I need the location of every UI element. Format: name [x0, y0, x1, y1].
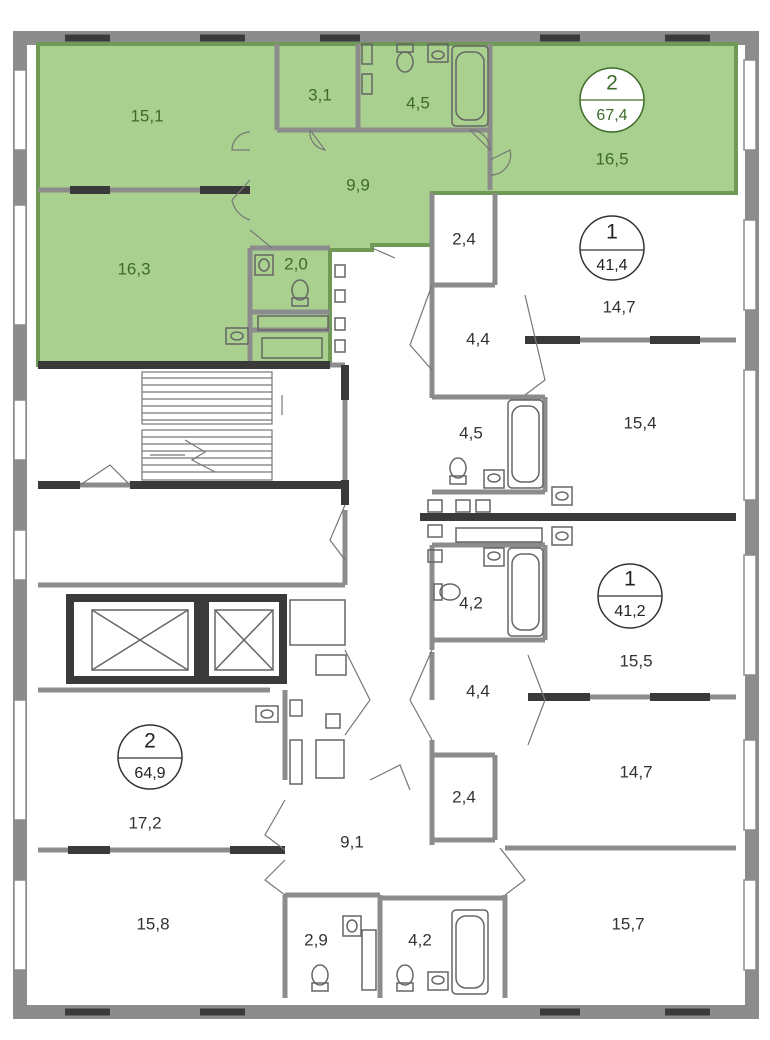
badge-circle	[117, 724, 183, 790]
badge-area: 64,9	[134, 765, 165, 782]
room-area-label: 14,7	[602, 297, 635, 316]
room-area-label: 9,1	[340, 832, 364, 851]
room-area-label: 2,0	[284, 254, 308, 273]
room-area-label: 15,1	[130, 106, 163, 125]
room-area-label: 2,4	[452, 229, 476, 248]
room-area-label: 15,5	[619, 651, 652, 670]
room-area-label: 3,1	[308, 85, 332, 104]
room-area-label: 15,7	[611, 914, 644, 933]
room-area-label: 4,2	[459, 593, 483, 612]
apartment-badge[interactable]: 2 64,9	[117, 724, 183, 790]
window-frames-dark	[65, 34, 710, 1016]
room-area-label: 16,3	[117, 259, 150, 278]
badge-area: 67,4	[596, 107, 627, 124]
sanitary-fixtures	[225, 43, 573, 992]
room-area-label: 14,7	[619, 762, 652, 781]
badge-area: 41,2	[614, 603, 645, 620]
staircase	[141, 371, 283, 481]
room-area-label: 4,4	[466, 329, 490, 348]
room-area-label: 15,8	[136, 914, 169, 933]
room-area-label: 4,4	[466, 681, 490, 700]
room-labels: 15,1 3,1 4,5 16,5 9,9 16,3 2,0 2,4 14,7 …	[117, 85, 656, 949]
apartment-badge[interactable]: 1 41,4	[579, 215, 645, 281]
badge-rooms: 1	[606, 221, 618, 244]
apartment-badge[interactable]: 1 41,2	[597, 563, 663, 629]
windows	[13, 59, 757, 971]
room-area-label: 9,9	[346, 175, 370, 194]
room-area-label: 15,4	[623, 413, 656, 432]
bathtubs	[451, 45, 544, 995]
badge-area: 41,4	[596, 257, 627, 274]
outer-wall	[13, 31, 759, 1019]
elevator-shafts	[66, 594, 287, 684]
badge-circle	[579, 215, 645, 281]
apartment-badge[interactable]: 2 67,4	[579, 67, 645, 133]
room-area-label: 4,2	[408, 930, 432, 949]
room-area-label: 2,4	[452, 787, 476, 806]
structural-walls	[38, 186, 736, 854]
badge-rooms: 2	[144, 730, 156, 753]
room-area-label: 2,9	[304, 930, 328, 949]
room-area-label: 4,5	[406, 93, 430, 112]
door-swings	[79, 129, 546, 896]
badge-rooms: 1	[624, 568, 636, 591]
room-area-label: 17,2	[128, 813, 161, 832]
room-area-label: 16,5	[595, 149, 628, 168]
badge-rooms: 2	[606, 72, 618, 95]
room-area-label: 4,5	[459, 423, 483, 442]
